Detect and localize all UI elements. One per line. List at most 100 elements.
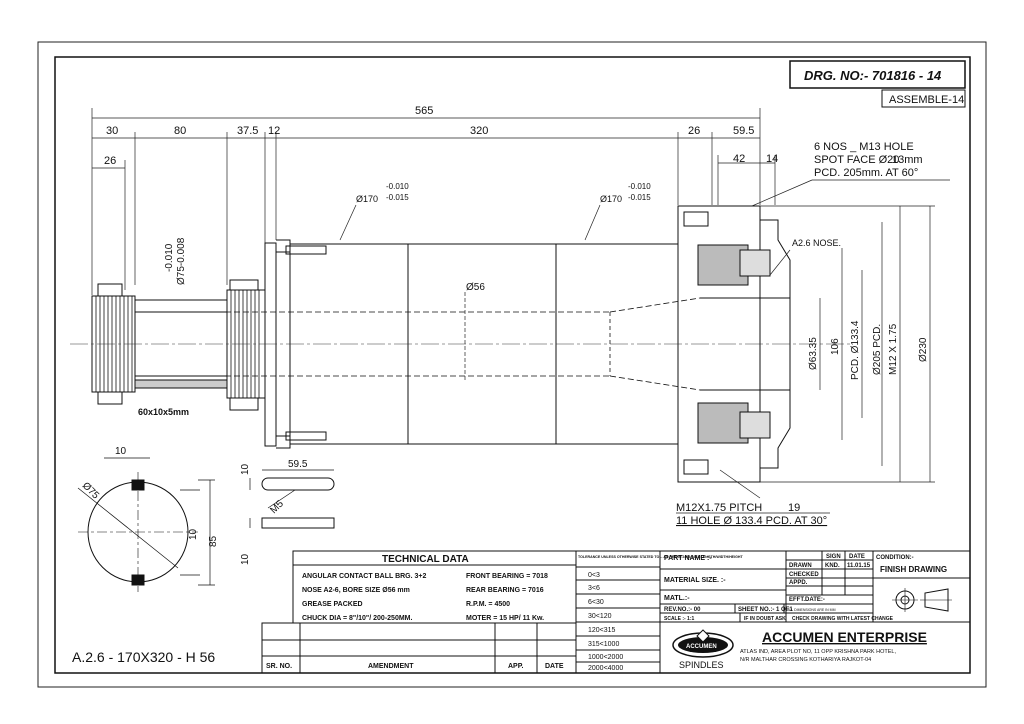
svg-text:GREASE PACKED: GREASE PACKED xyxy=(302,601,363,608)
svg-text:3<6: 3<6 xyxy=(588,585,600,592)
dia-170-right: Ø170 xyxy=(600,194,622,204)
key-detail xyxy=(249,469,335,529)
dimension-lines xyxy=(91,108,776,295)
logo-sub: SPINDLES xyxy=(679,660,724,670)
dia-170-left: Ø170 xyxy=(356,194,378,204)
svg-text:-0.010: -0.010 xyxy=(164,243,175,272)
rev-no: REV.NO.:- 00 xyxy=(664,607,701,613)
svg-text:2000<4000: 2000<4000 xyxy=(588,665,623,672)
efft-date: EFFT.DATE:- xyxy=(789,597,825,603)
note-pitch: M12X1.75 PITCH xyxy=(676,502,762,514)
section-dia-75: Ø75 xyxy=(80,480,101,501)
svg-text:1000<2000: 1000<2000 xyxy=(588,654,623,661)
svg-text:0<3: 0<3 xyxy=(588,572,600,579)
dia-75-tolerance: Ø75-0.008 xyxy=(176,237,187,285)
svg-text:NOSE A2-6, BORE SIZE Ø56 mm: NOSE A2-6, BORE SIZE Ø56 mm xyxy=(302,587,410,594)
date-header: DATE xyxy=(849,554,865,560)
svg-text:120<315: 120<315 xyxy=(588,627,616,634)
drawn-by: KND. xyxy=(825,563,840,569)
scale: SCALE :- 1:1 xyxy=(664,616,695,622)
address-2: N/R MALTHAR CROSSING KOTHARIYA RAJKOT-04 xyxy=(740,657,871,663)
svg-text:30<120: 30<120 xyxy=(588,613,612,620)
dim-106: 106 xyxy=(830,338,841,355)
svg-text:-0.010: -0.010 xyxy=(386,182,409,191)
note-hole-depth: 13mm xyxy=(892,154,923,166)
note-hole-1: 6 NOS _ M13 HOLE xyxy=(814,141,914,153)
svg-text:315<1000: 315<1000 xyxy=(588,641,619,648)
appd-label: APPD. xyxy=(789,580,808,586)
svg-text:MOTER = 15 HP/ 11 Kw.: MOTER = 15 HP/ 11 Kw. xyxy=(466,615,544,622)
condition-label: CONDITION:- xyxy=(876,555,914,561)
pcd-205: Ø205 PCD. xyxy=(872,324,883,375)
svg-text:6<30: 6<30 xyxy=(588,599,604,606)
assemble-label: ASSEMBLE-14 xyxy=(889,94,964,106)
dim-80: 80 xyxy=(174,125,186,137)
a26-nose: A2.6 NOSE. xyxy=(792,238,841,248)
matl: MATL.:- xyxy=(664,595,690,602)
svg-text:-0.015: -0.015 xyxy=(386,193,409,202)
svg-text:-0.015: -0.015 xyxy=(628,193,651,202)
note-hole-2: SPOT FACE Ø20 xyxy=(814,154,899,166)
amendment-table xyxy=(261,622,577,674)
amend-sr: SR. NO. xyxy=(266,663,292,670)
drawn-date: 11.01.15 xyxy=(847,563,871,569)
if-doubt: IF IN DOUBT ASK xyxy=(744,616,786,622)
drawn-label: DRAWN xyxy=(789,563,812,569)
tolerance-table xyxy=(575,550,661,674)
svg-text:R.P.M. = 4500: R.P.M. = 4500 xyxy=(466,601,510,608)
dia-63-35: Ø63.35 xyxy=(808,337,819,370)
section-10-top: 10 xyxy=(115,446,127,457)
key-59-5: 59.5 xyxy=(288,459,308,470)
address-1: ATLAS IND, AREA PLOT NO, 11 OPP KRISHNA … xyxy=(740,649,896,655)
logo-text: ACCUMEN xyxy=(686,644,717,650)
svg-text:CHUCK DIA = 8"/10"/ 200-250MM.: CHUCK DIA = 8"/10"/ 200-250MM. xyxy=(302,615,412,622)
svg-text:-0.010: -0.010 xyxy=(628,182,651,191)
key-m5: M5 xyxy=(268,498,286,516)
svg-text:ANGULAR CONTACT BALL BRG. 3+2: ANGULAR CONTACT BALL BRG. 3+2 xyxy=(302,573,426,580)
note-holes: 11 HOLE Ø 133.4 PCD. AT 30° xyxy=(676,515,827,527)
title-block xyxy=(659,550,971,674)
amend-amendment: AMENDMENT xyxy=(368,663,414,670)
dim-overall: 565 xyxy=(415,105,433,117)
dim-37-5: 37.5 xyxy=(237,125,258,137)
company-logo-icon xyxy=(672,629,734,658)
all-dims: ALL DIMENSIONS ARE IN MM xyxy=(787,608,836,612)
dim-12: 12 xyxy=(268,125,280,137)
svg-text:REAR BEARING = 7016: REAR BEARING = 7016 xyxy=(466,587,544,594)
part-name: PART NAME :- xyxy=(664,555,712,562)
section-10-side: 10 xyxy=(188,528,199,540)
dim-42: 42 xyxy=(733,153,745,165)
dim-320: 320 xyxy=(470,125,488,137)
dim-26-right: 26 xyxy=(688,125,700,137)
cross-section xyxy=(77,457,215,592)
sign-header: SIGN xyxy=(826,554,841,560)
projection-symbol-icon xyxy=(892,588,952,612)
technical-data-title: TECHNICAL DATA xyxy=(382,554,469,565)
finish-drawing: FINISH DRAWING xyxy=(880,565,947,574)
sheet-no: SHEET NO.:- 1 OF1 xyxy=(738,607,793,613)
outer-border xyxy=(37,41,987,688)
svg-text:FRONT BEARING = 7018: FRONT BEARING = 7018 xyxy=(466,573,548,580)
key-label: 60x10x5mm xyxy=(138,407,189,417)
dim-30: 30 xyxy=(106,125,118,137)
material-size: MATERIAL SIZE. :- xyxy=(664,577,726,584)
dim-26-left: 26 xyxy=(104,155,116,167)
note-hole-3: PCD. 205mm. AT 60° xyxy=(814,167,918,179)
pcd-133-4: PCD. Ø133.4 xyxy=(850,320,861,380)
key-10-top: 10 xyxy=(240,463,251,475)
dia-56: Ø56 xyxy=(466,282,485,293)
dia-230: Ø230 xyxy=(918,337,929,362)
tolerance-header: TOLERANCE UNLESS OTHERWISE STATED TOL. A… xyxy=(578,555,743,559)
m12-thread: M12 X 1.75 xyxy=(888,323,899,375)
dim-59-5: 59.5 xyxy=(733,125,754,137)
amend-app: APP. xyxy=(508,663,523,670)
key-10-bottom: 10 xyxy=(240,553,251,565)
note-pitch-depth: 19 xyxy=(788,502,800,514)
section-85: 85 xyxy=(208,535,219,547)
amend-date: DATE xyxy=(545,663,564,670)
drawing-number: DRG. NO:- 701816 - 14 xyxy=(804,68,942,83)
checked-label: CHECKED xyxy=(789,572,819,578)
check-latest: CHECK DRAWING WITH LATEST CHANGE xyxy=(792,616,894,622)
dim-14: 14 xyxy=(766,153,778,165)
